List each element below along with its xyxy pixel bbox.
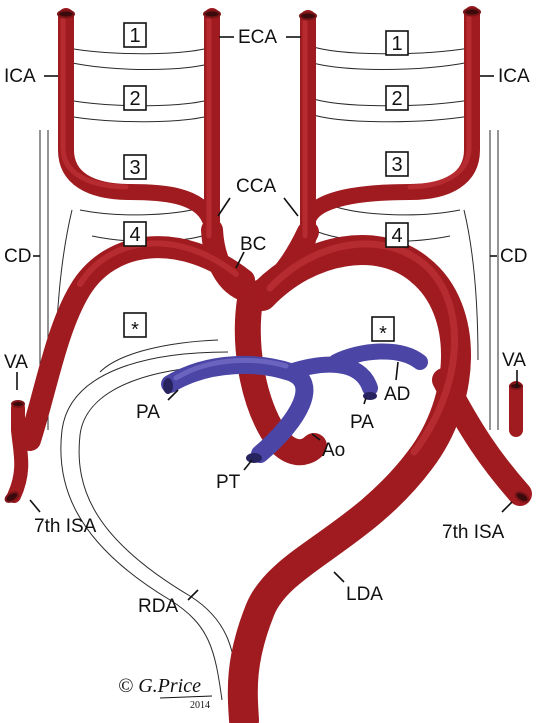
label-va-right: VA	[502, 350, 526, 371]
labels: ECA ICA ICA CCA BC CD CD VA VA PA PA AD …	[4, 27, 530, 617]
label-cd-right: CD	[500, 246, 527, 267]
leader-lines	[16, 36, 518, 601]
arch-box-right-2: 2	[385, 85, 409, 111]
svg-text:© G.Price: © G.Price	[118, 675, 201, 697]
aortic-vessels	[7, 6, 532, 723]
arch-boxes-left: 1 2 3 4 *	[123, 22, 147, 341]
label-7th-isa-right: 7th ISA	[442, 522, 505, 543]
label-pa-right: PA	[350, 412, 374, 433]
svg-text:1: 1	[129, 25, 140, 47]
label-7th-isa-left: 7th ISA	[34, 516, 97, 537]
label-lda: LDA	[346, 584, 383, 605]
arch-box-left-2: 2	[123, 85, 147, 111]
svg-text:4: 4	[129, 224, 140, 246]
arch-box-left-1: 1	[123, 22, 147, 48]
svg-text:3: 3	[129, 157, 140, 179]
label-eca: ECA	[238, 27, 277, 48]
svg-text:*: *	[131, 319, 139, 341]
label-pa-left: PA	[136, 402, 160, 423]
svg-text:2: 2	[129, 88, 140, 110]
arch-box-left-4: 4	[123, 221, 147, 247]
pulmonary-vessels	[161, 343, 428, 463]
label-ica-left: ICA	[4, 66, 36, 87]
label-ica-right: ICA	[498, 66, 530, 87]
arch-box-right-3: 3	[385, 151, 409, 177]
svg-text:3: 3	[391, 154, 402, 176]
label-cca: CCA	[236, 176, 276, 197]
arch-box-right-star: *	[371, 316, 395, 345]
svg-text:2014: 2014	[190, 700, 210, 711]
svg-text:1: 1	[391, 33, 402, 55]
svg-text:*: *	[379, 323, 387, 345]
arch-box-right-1: 1	[385, 30, 409, 56]
label-ad: AD	[384, 384, 410, 405]
arch-box-left-star: *	[123, 312, 147, 341]
svg-text:4: 4	[391, 225, 402, 247]
arch-box-left-3: 3	[123, 154, 147, 180]
vessel-ostia	[4, 7, 530, 503]
label-va-left: VA	[4, 352, 28, 373]
label-ao: Ao	[322, 440, 345, 461]
label-bc: BC	[240, 234, 266, 255]
arch-boxes-right: 1 2 3 4 *	[371, 30, 409, 345]
artist-signature: © G.Price 2014	[118, 675, 213, 711]
label-cd-left: CD	[4, 246, 31, 267]
label-pt: PT	[216, 472, 241, 493]
label-rda: RDA	[138, 596, 178, 617]
svg-text:2: 2	[391, 88, 402, 110]
arch-box-right-4: 4	[385, 222, 409, 248]
